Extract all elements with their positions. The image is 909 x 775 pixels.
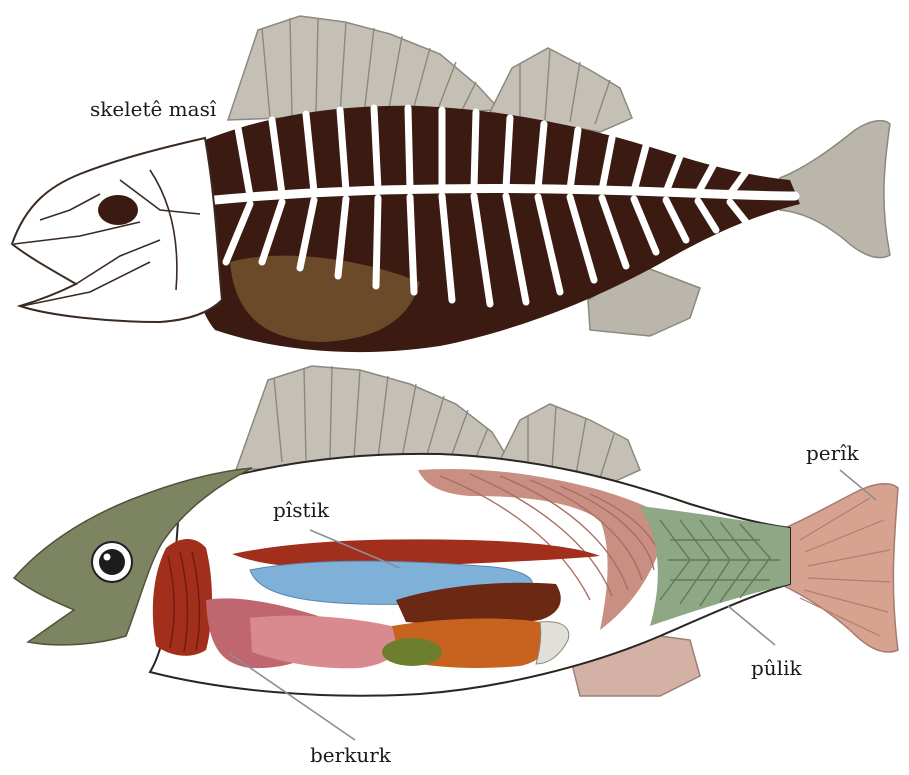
skeleton-eye-socket xyxy=(98,195,138,225)
label-skeleton: skeletê masî xyxy=(90,97,216,121)
skeleton-skull xyxy=(12,138,222,322)
anatomy-gills xyxy=(153,539,212,656)
label-berkurk: berkurk xyxy=(310,743,391,767)
leader-pulik xyxy=(728,606,775,645)
anatomy-tail-fin xyxy=(780,484,898,652)
anatomy-eye-pupil xyxy=(99,549,125,575)
anatomy-gall-bladder xyxy=(382,638,442,666)
anatomy-eye-highlight xyxy=(104,554,111,561)
label-pistik: pîstik xyxy=(273,498,329,522)
skeleton-fish xyxy=(12,16,890,352)
label-pulik: pûlik xyxy=(751,656,802,680)
skeleton-tail-fin xyxy=(780,121,890,258)
anatomy-fish xyxy=(14,366,898,696)
label-perik: perîk xyxy=(806,441,859,465)
